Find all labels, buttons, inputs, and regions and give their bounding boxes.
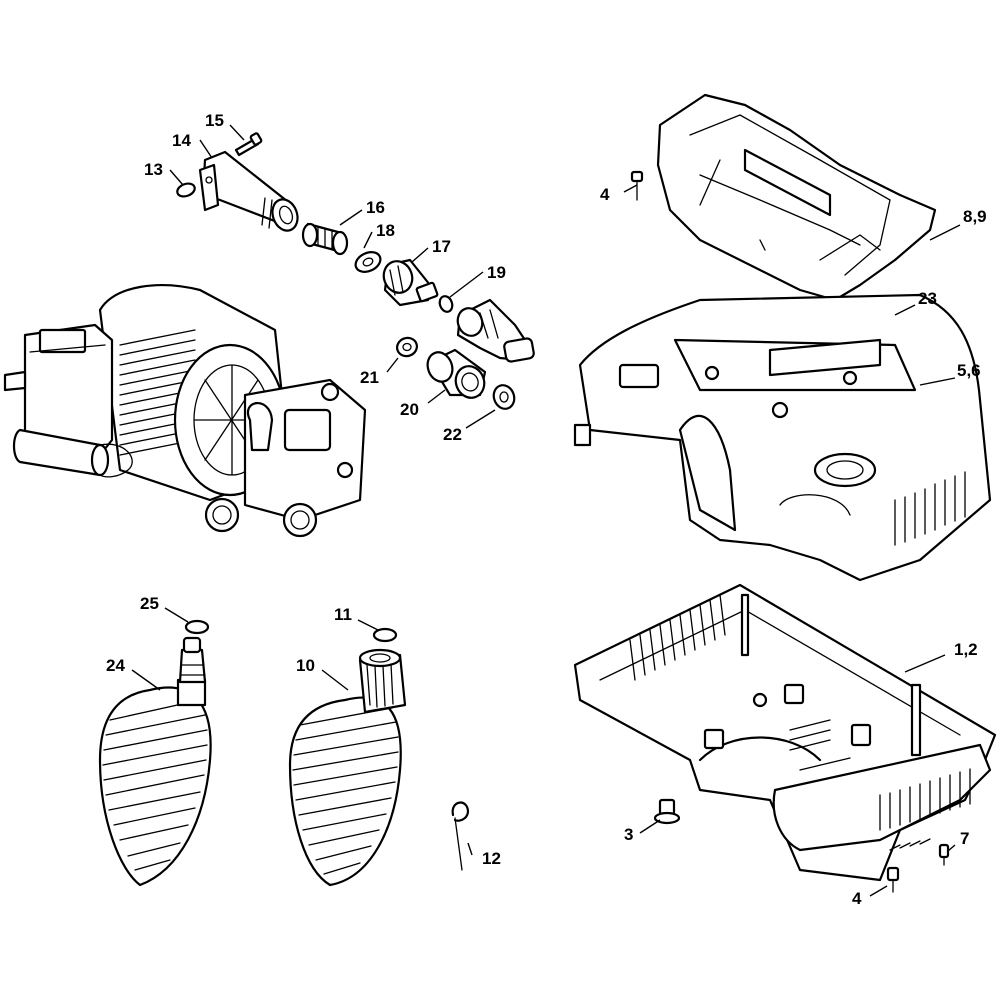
callout-25: 25 [140, 594, 159, 613]
callout-21: 21 [360, 368, 379, 387]
callout-15: 15 [205, 111, 224, 130]
callout-20: 20 [400, 400, 419, 419]
callout-24: 24 [106, 656, 125, 675]
part-12-clip [451, 801, 470, 871]
callout-18: 18 [376, 221, 395, 240]
part-24-suction-filter [98, 636, 212, 887]
callout-4-bottom: 4 [852, 889, 862, 908]
part-14-inlet-manifold [198, 150, 299, 232]
part-3-foot [653, 798, 681, 825]
part-4-screw-bottom [886, 866, 900, 893]
part-7-screw [938, 843, 950, 866]
callout-3: 3 [624, 825, 633, 844]
part-21-washer [396, 336, 418, 358]
callout-11: 11 [334, 605, 352, 624]
part-22-washer [492, 384, 516, 410]
callout-12: 12 [482, 849, 501, 868]
motor-pump-assembly [3, 284, 367, 538]
part-11-oring [372, 627, 398, 643]
callout-14: 14 [172, 131, 191, 150]
callout-8-9: 8,9 [963, 207, 987, 226]
callout-10: 10 [296, 656, 315, 675]
part-19-oring [438, 295, 454, 313]
part-20-nut [426, 348, 487, 399]
callout-labels: 13 14 15 16 18 17 19 21 20 22 25 24 11 1… [106, 111, 987, 908]
part-15-screw [234, 132, 263, 157]
callout-17: 17 [432, 237, 451, 256]
callout-7: 7 [960, 829, 969, 848]
part-25-oring [184, 619, 210, 635]
callout-23: 23 [918, 289, 937, 308]
callout-5-6: 5,6 [957, 361, 981, 380]
part-5-6-upper-housing [573, 293, 992, 582]
callout-13: 13 [144, 160, 163, 179]
part-18-washer [354, 251, 382, 273]
part-8-9-handle [656, 93, 937, 302]
leader-lines [131, 124, 961, 897]
callout-22: 22 [443, 425, 462, 444]
part-19-adapter [456, 298, 535, 363]
part-17-coupling [382, 258, 439, 307]
callout-16: 16 [366, 198, 385, 217]
part-16-filter [301, 222, 349, 256]
part-13-oring [176, 182, 196, 198]
callout-4-top: 4 [600, 185, 610, 204]
callout-1-2: 1,2 [954, 640, 978, 659]
callout-19: 19 [487, 263, 506, 282]
part-4-screw-top [630, 170, 644, 201]
part-1-2-base [573, 583, 997, 882]
part-10-suction-filter [288, 648, 407, 887]
